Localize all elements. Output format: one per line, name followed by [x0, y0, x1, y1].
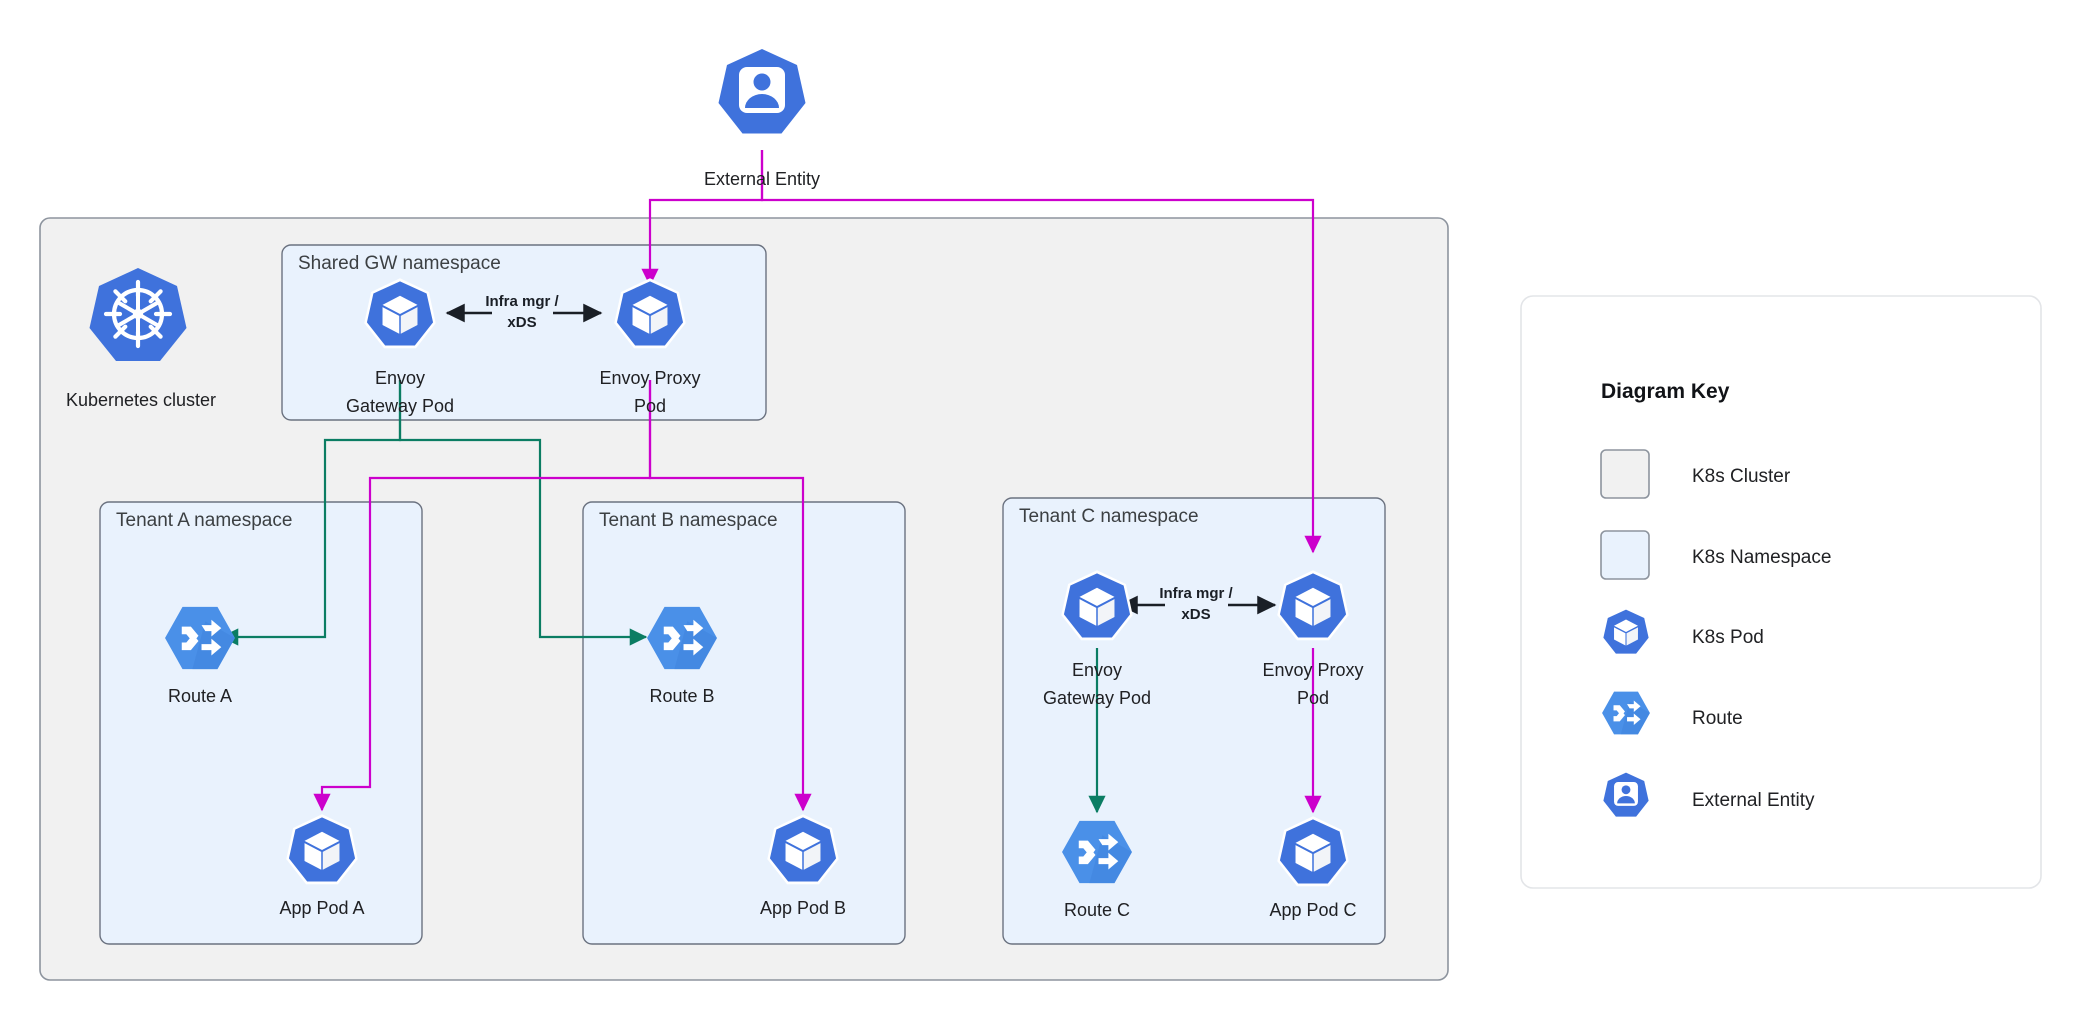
node-label-shared-proxy-pod-line2: Pod [634, 396, 666, 416]
legend-item-k8s-pod: K8s Pod [1601, 607, 1764, 656]
node-label-shared-gw-pod-line2: Gateway Pod [346, 396, 454, 416]
edge-label-infra-shared-line1: Infra mgr / [485, 293, 559, 310]
node-label-external-entity: External Entity [704, 169, 820, 189]
legend-item-external-entity: External Entity [1601, 770, 1815, 819]
legend-label-route: Route [1692, 708, 1743, 729]
namespace-title-tenant-b: Tenant B namespace [599, 510, 778, 531]
node-tenant-c-gw-pod[interactable]: Envoy Gateway Pod [1043, 570, 1151, 708]
legend-title: Diagram Key [1601, 380, 1730, 403]
node-tenant-c-proxy-pod[interactable]: Envoy Proxy Pod [1262, 570, 1364, 708]
node-shared-proxy-pod[interactable]: Envoy Proxy Pod [599, 278, 701, 416]
node-label-route-a: Route A [168, 686, 232, 706]
cluster-swatch [1600, 449, 1650, 499]
node-label-app-pod-b: App Pod B [760, 898, 846, 918]
node-label-tenant-c-proxy-pod-line2: Pod [1297, 688, 1329, 708]
node-external-entity[interactable]: External Entity [704, 45, 820, 189]
edge-label-infra-tenant-c-line2: xDS [1181, 606, 1210, 623]
namespace-swatch [1600, 530, 1650, 580]
node-route-b[interactable]: Route B [647, 606, 717, 706]
node-app-pod-b[interactable]: App Pod B [760, 814, 846, 918]
namespace-box-tenant-b [582, 501, 906, 945]
node-route-c[interactable]: Route C [1062, 820, 1132, 920]
legend-label-k8s-cluster: K8s Cluster [1692, 466, 1791, 487]
edge-shared-proxy-to-app-pod-b [648, 380, 812, 812]
namespace-title-shared-gw: Shared GW namespace [298, 253, 501, 274]
node-label-app-pod-a: App Pod A [279, 898, 364, 918]
legend-label-k8s-pod: K8s Pod [1692, 627, 1764, 648]
namespace-title-tenant-a: Tenant A namespace [116, 510, 292, 531]
legend-item-route: Route [1602, 691, 1743, 735]
legend-label-external-entity: External Entity [1692, 790, 1815, 811]
node-shared-gw-pod[interactable]: Envoy Gateway Pod [346, 278, 454, 416]
external-entity-icon [715, 45, 809, 137]
node-label-tenant-c-gw-pod-line1: Envoy [1072, 660, 1122, 680]
node-app-pod-c[interactable]: App Pod C [1269, 816, 1357, 920]
edge-label-infra-shared-line2: xDS [507, 314, 536, 331]
node-route-a[interactable]: Route A [165, 606, 235, 706]
legend-item-k8s-cluster: K8s Cluster [1600, 449, 1791, 499]
node-label-tenant-c-proxy-pod-line1: Envoy Proxy [1262, 660, 1363, 680]
node-label-kubernetes-cluster: Kubernetes cluster [66, 390, 216, 410]
node-label-tenant-c-gw-pod-line2: Gateway Pod [1043, 688, 1151, 708]
node-kubernetes-cluster[interactable]: Kubernetes cluster [66, 268, 216, 410]
node-label-app-pod-c: App Pod C [1269, 900, 1356, 920]
edge-shared-gw-to-route-b [398, 380, 648, 646]
edge-external-to-tenant-c-proxy [760, 150, 1322, 554]
namespace-title-tenant-c: Tenant C namespace [1019, 506, 1199, 527]
legend-panel-box [1520, 295, 2042, 889]
edge-label-infra-tenant-c-line1: Infra mgr / [1159, 585, 1233, 602]
node-label-route-c: Route C [1064, 900, 1130, 920]
node-label-route-b: Route B [649, 686, 714, 706]
node-label-shared-proxy-pod-line1: Envoy Proxy [599, 368, 700, 388]
legend-label-k8s-namespace: K8s Namespace [1692, 547, 1831, 568]
node-label-shared-gw-pod-line1: Envoy [375, 368, 425, 388]
namespace-box-tenant-a [99, 501, 423, 945]
legend-panel: Diagram Key K8s Cluster K8s Namespace K8… [1520, 295, 2042, 889]
node-app-pod-a[interactable]: App Pod A [279, 814, 365, 918]
legend-item-k8s-namespace: K8s Namespace [1600, 530, 1831, 580]
